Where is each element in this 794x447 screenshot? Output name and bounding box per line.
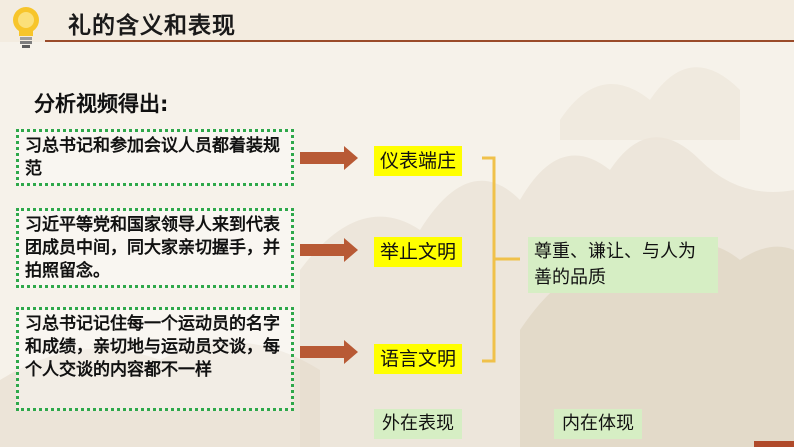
arrow-right-icon <box>300 238 358 262</box>
trait-appearance: 仪表端庄 <box>374 146 463 176</box>
source-text: 习总书记记住每一个运动员的名字和成绩，亲切地与运动员交谈，每个人交谈的内容都不一… <box>25 314 280 380</box>
source-text: 习近平等党和国家领导人来到代表团成员中间，同大家亲切握手，并拍照留念。 <box>25 215 280 281</box>
trait-behavior: 举止文明 <box>374 237 463 267</box>
trait-speech: 语言文明 <box>374 344 463 374</box>
label-inner-embodiment: 内在体现 <box>554 409 642 439</box>
section-subtitle: 分析视频得出: <box>34 92 169 116</box>
result-quality: 尊重、谦让、与人为善的品质 <box>528 237 718 293</box>
arrow-right-icon <box>300 340 358 364</box>
lightbulb-icon <box>13 7 39 48</box>
header-bar <box>0 0 794 42</box>
page-title: 礼的含义和表现 <box>68 13 236 39</box>
result-text: 尊重、谦让、与人为善的品质 <box>534 241 696 288</box>
grouping-bracket <box>482 156 520 363</box>
source-box-conversation: 习总书记记住每一个运动员的名字和成绩，亲切地与运动员交谈，每个人交谈的内容都不一… <box>16 307 294 411</box>
source-box-dress: 习总书记和参加会议人员都着装规范 <box>16 129 294 186</box>
source-text: 习总书记和参加会议人员都着装规范 <box>25 136 280 179</box>
arrow-right-icon <box>300 146 358 170</box>
label-outer-expression: 外在表现 <box>374 409 462 439</box>
source-box-handshake: 习近平等党和国家领导人来到代表团成员中间，同大家亲切握手，并拍照留念。 <box>16 208 294 288</box>
corner-accent <box>754 441 794 447</box>
header-divider <box>45 40 794 42</box>
